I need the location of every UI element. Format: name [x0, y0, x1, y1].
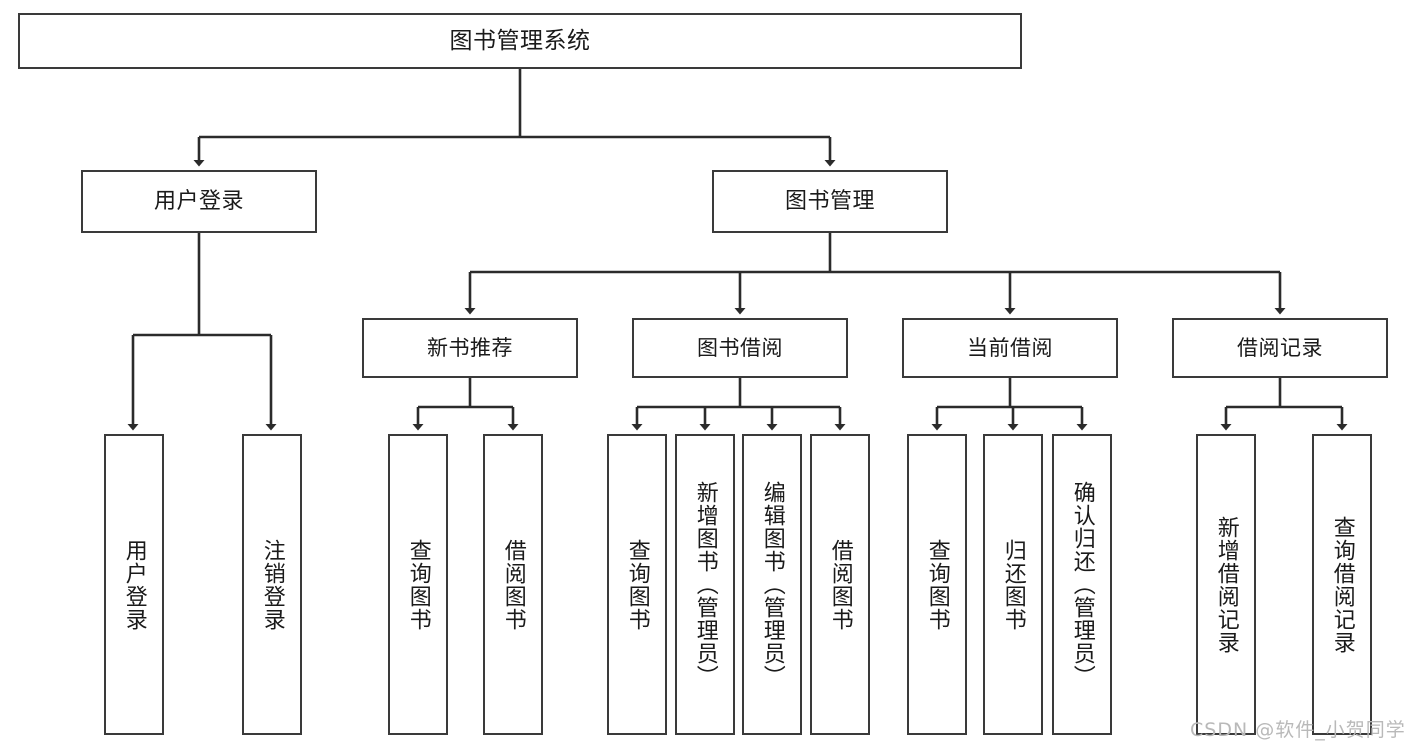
- node-label: 借阅图书: [827, 538, 853, 631]
- node-label: 新书推荐: [427, 335, 513, 360]
- node-label: 注销登录: [259, 538, 285, 631]
- node-label: 查询图书: [924, 538, 950, 631]
- node-label: 查询图书: [405, 538, 431, 631]
- leaf-borrow-add-book[interactable]: 新增图书（管理员）: [675, 434, 735, 735]
- node-label: 图书管理系统: [449, 27, 591, 54]
- leaf-new-book-borrow[interactable]: 借阅图书: [483, 434, 543, 735]
- leaf-user-login-signout[interactable]: 注销登录: [242, 434, 302, 735]
- node-label: 归还图书: [1000, 538, 1026, 631]
- node-label: 查询借阅记录: [1329, 515, 1355, 654]
- node-label: 确认归还（管理员）: [1069, 481, 1095, 688]
- leaf-borrow-edit-book[interactable]: 编辑图书（管理员）: [742, 434, 802, 735]
- node-book-borrow[interactable]: 图书借阅: [632, 318, 848, 378]
- node-label: 图书借阅: [697, 335, 783, 360]
- node-label: 当前借阅: [967, 335, 1053, 360]
- leaf-current-query-book[interactable]: 查询图书: [907, 434, 967, 735]
- leaf-record-query[interactable]: 查询借阅记录: [1312, 434, 1372, 735]
- leaf-user-login-signin[interactable]: 用户登录: [104, 434, 164, 735]
- node-book-management-system[interactable]: 图书管理系统: [18, 13, 1022, 69]
- leaf-record-add[interactable]: 新增借阅记录: [1196, 434, 1256, 735]
- node-label: 借阅图书: [500, 538, 526, 631]
- node-label: 查询图书: [624, 538, 650, 631]
- node-label: 借阅记录: [1237, 335, 1323, 360]
- leaf-new-book-query[interactable]: 查询图书: [388, 434, 448, 735]
- node-label: 用户登录: [121, 538, 147, 631]
- node-user-login[interactable]: 用户登录: [81, 170, 317, 233]
- leaf-current-confirm-return[interactable]: 确认归还（管理员）: [1052, 434, 1112, 735]
- node-current-borrow[interactable]: 当前借阅: [902, 318, 1118, 378]
- leaf-borrow-borrow-book[interactable]: 借阅图书: [810, 434, 870, 735]
- node-label: 新增借阅记录: [1213, 515, 1239, 654]
- leaf-current-return-book[interactable]: 归还图书: [983, 434, 1043, 735]
- node-new-book-recommend[interactable]: 新书推荐: [362, 318, 578, 378]
- watermark: CSDN @软件_小贺同学: [1190, 719, 1405, 741]
- leaf-borrow-query-book[interactable]: 查询图书: [607, 434, 667, 735]
- node-label: 图书管理: [784, 188, 875, 214]
- node-label: 用户登录: [153, 188, 244, 214]
- node-label: 新增图书（管理员）: [692, 481, 718, 688]
- node-borrow-record[interactable]: 借阅记录: [1172, 318, 1388, 378]
- node-label: 编辑图书（管理员）: [759, 481, 785, 688]
- node-book-management[interactable]: 图书管理: [712, 170, 948, 233]
